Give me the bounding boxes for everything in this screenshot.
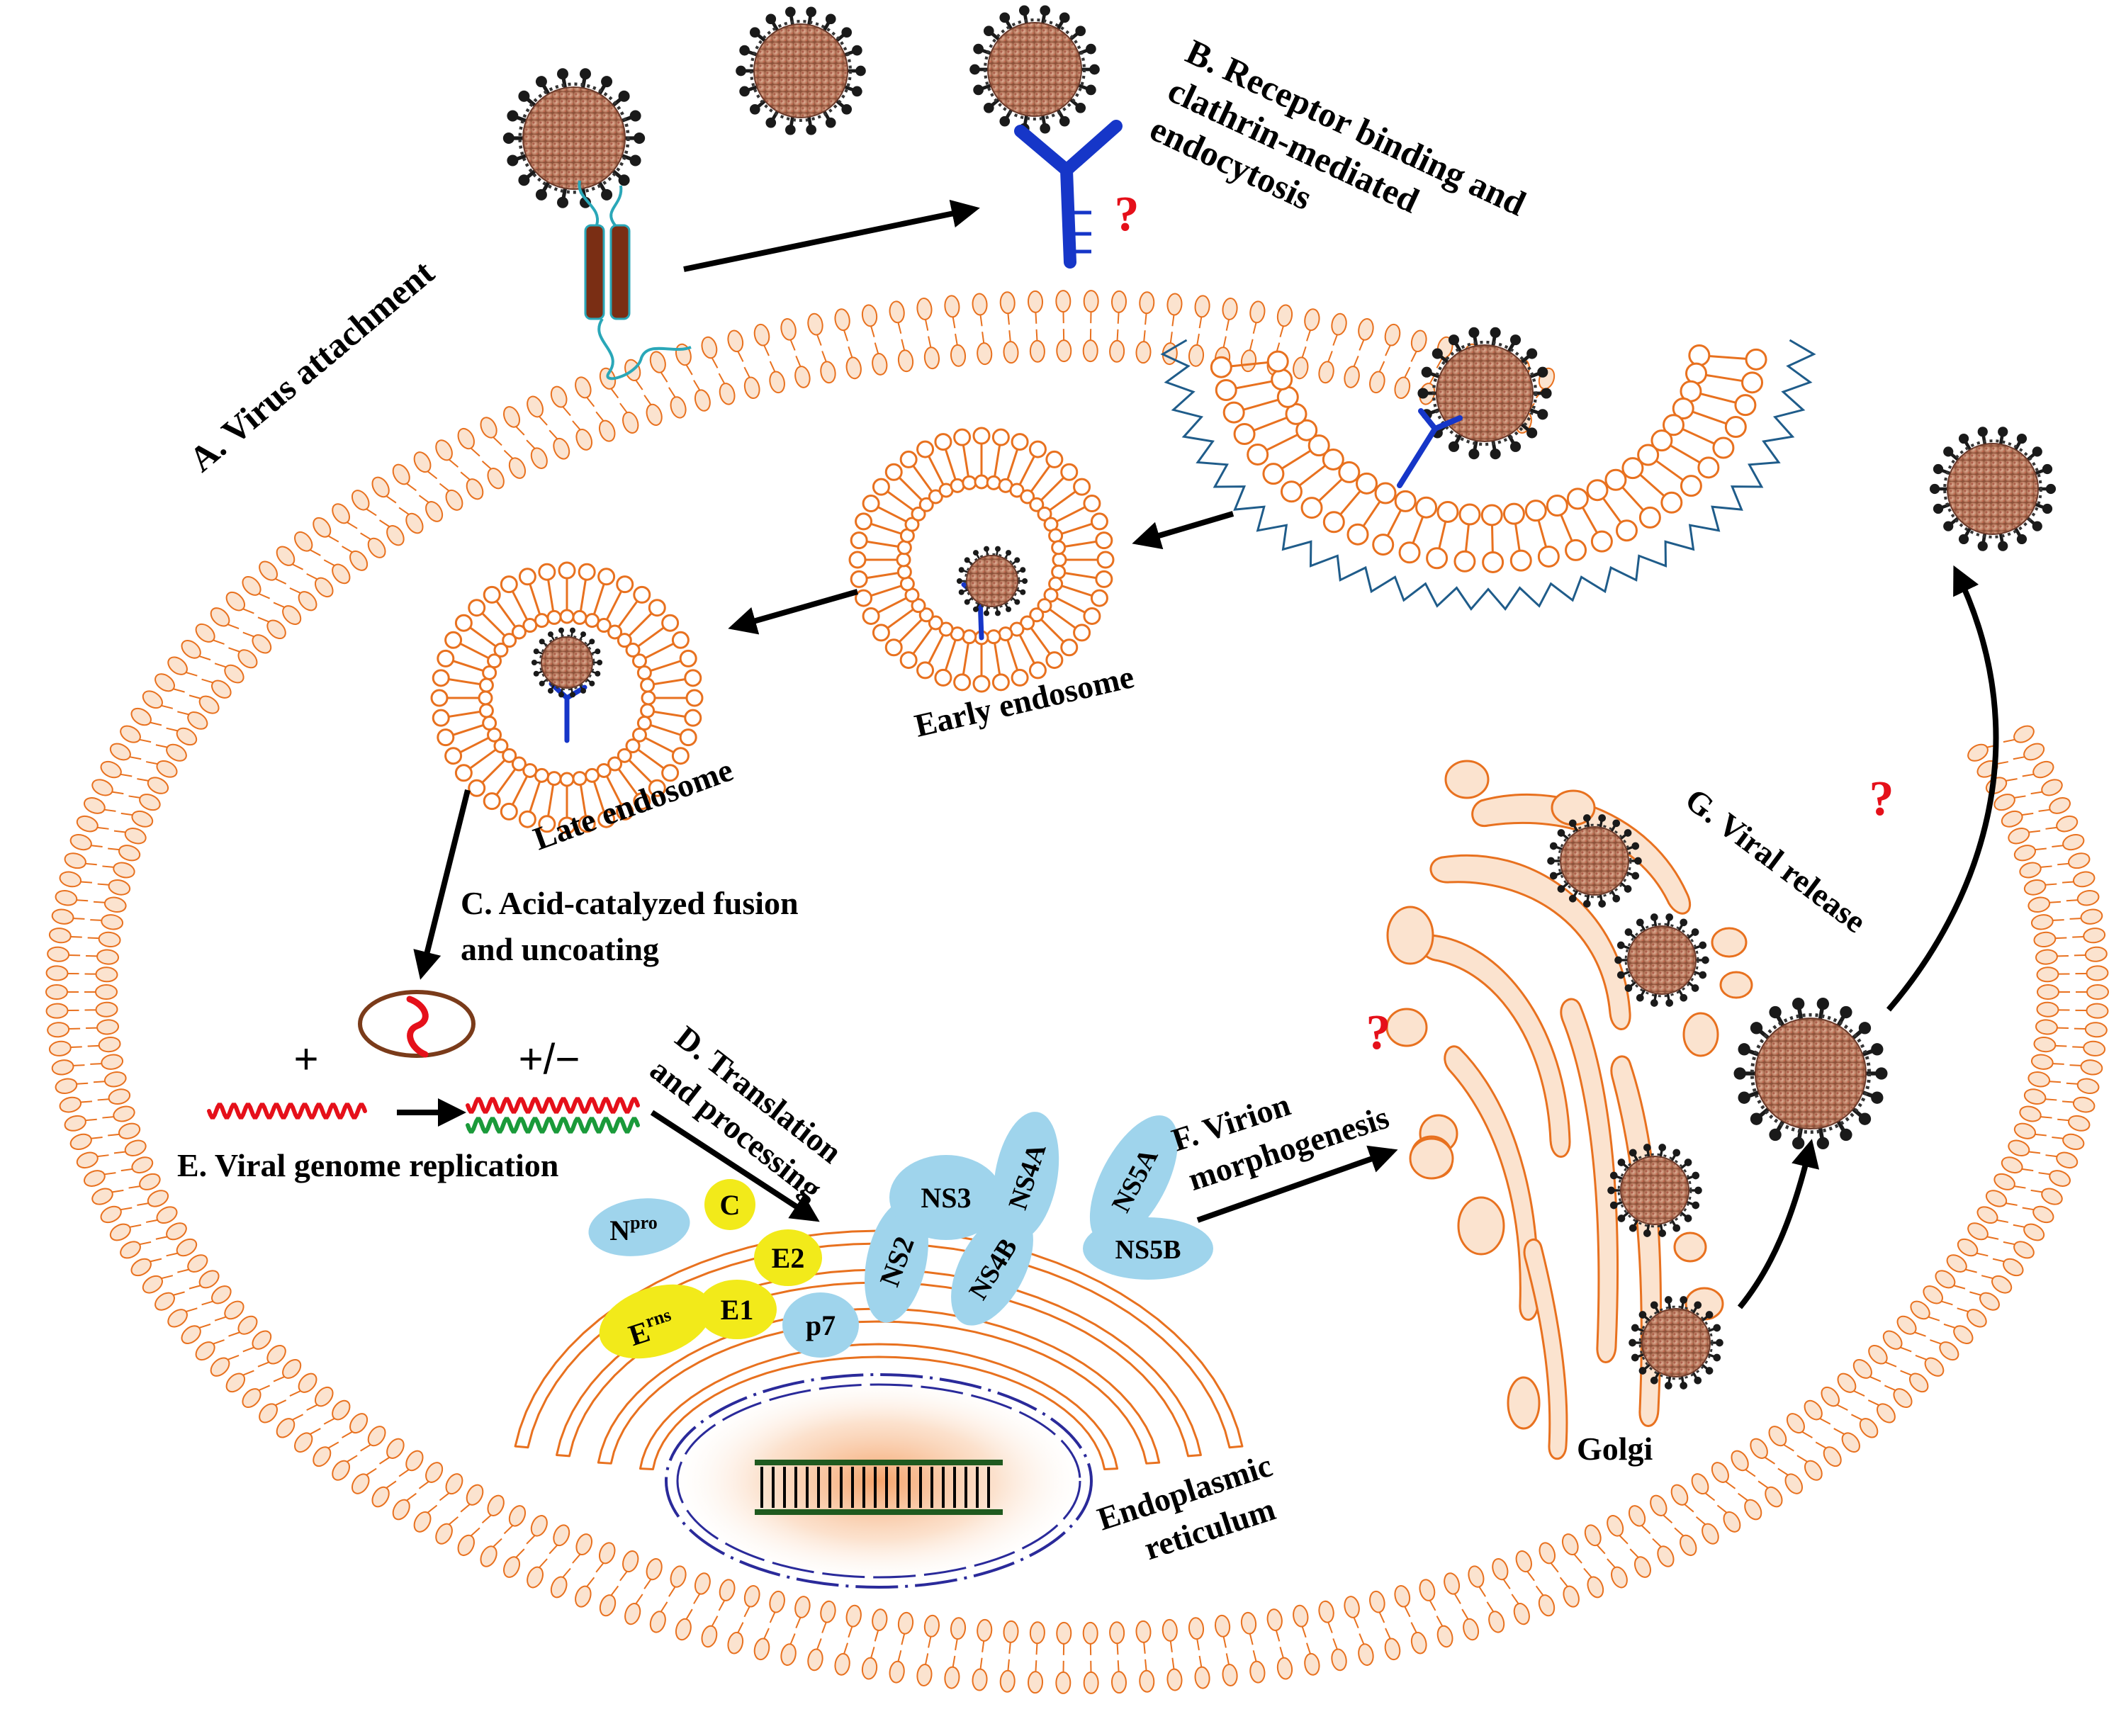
plus-minus-strand-sign: +/− xyxy=(519,1035,580,1083)
protein-ns3: NS3 xyxy=(889,1155,1003,1240)
svg-text:NS3: NS3 xyxy=(921,1182,971,1214)
protein-ns4a: NS4A xyxy=(993,1112,1059,1241)
protein-ns5a: NS5A xyxy=(1089,1115,1179,1244)
virion xyxy=(531,627,603,698)
arrow-attachment-to-binding xyxy=(683,199,980,272)
svg-text:p7: p7 xyxy=(806,1309,836,1341)
arrows xyxy=(397,199,1999,1309)
question-mark-morphogenesis: ? xyxy=(1366,1005,1391,1060)
protein-ns5b: NS5B xyxy=(1083,1217,1213,1280)
viral-polyprotein: Npro C E2 Erns E1 p7 NS2 NS3 xyxy=(588,1112,1213,1359)
early-endosome xyxy=(848,427,1115,693)
er-label: Endoplasmic reticulum xyxy=(1093,1447,1279,1567)
arrow-to-translation xyxy=(650,1110,820,1222)
step-b-label: B. Receptor binding and clathrin-mediate… xyxy=(1144,31,1532,223)
svg-text:E2: E2 xyxy=(772,1242,805,1274)
protein-e2: E2 xyxy=(754,1229,822,1286)
protein-ns4b: NS4B xyxy=(951,1211,1033,1326)
arrow-viral-release xyxy=(1886,565,1999,1012)
golgi-apparatus xyxy=(1385,760,1753,1460)
arrow-to-morphogenesis xyxy=(1196,1145,1398,1223)
step-e-label: E. Viral genome replication xyxy=(177,1147,558,1183)
svg-text:E1: E1 xyxy=(721,1294,754,1326)
late-endosome-label: Late endosome xyxy=(529,752,738,857)
step-f-label: F. Virion morphogenesis xyxy=(1167,1086,1393,1197)
rna-strands xyxy=(207,1097,640,1134)
protein-c: C xyxy=(704,1179,755,1230)
late-endosome xyxy=(430,561,704,835)
nucleus xyxy=(665,1373,1093,1589)
protein-npro: Npro xyxy=(588,1198,690,1256)
virion xyxy=(1614,913,1709,1007)
step-g-label: G. Viral release xyxy=(1679,781,1873,940)
virion xyxy=(1607,1144,1702,1237)
virion xyxy=(1629,1296,1723,1390)
virion xyxy=(969,5,1100,134)
virion xyxy=(1733,998,1888,1149)
step-a-label: A. Virus attachment xyxy=(181,252,441,480)
dna-double-helix xyxy=(755,1460,1003,1515)
step-c-label-line1: C. Acid-catalyzed fusion xyxy=(461,885,799,921)
arrow-pit-to-early-endosome xyxy=(1132,511,1234,550)
clathrin-coated-pit xyxy=(1160,339,1816,611)
virion xyxy=(736,6,866,135)
virion xyxy=(1929,427,2057,551)
protein-erns: Erns xyxy=(599,1284,712,1359)
virions xyxy=(502,5,2057,1390)
question-mark-release: ? xyxy=(1869,772,1894,826)
receptor-in-pit xyxy=(1397,408,1463,488)
viral-capsid-uncoating xyxy=(358,990,476,1058)
question-mark-receptor: ? xyxy=(1115,187,1140,242)
receptor-y-shape xyxy=(1014,120,1123,269)
plus-strand-sign: + xyxy=(293,1035,318,1083)
virion xyxy=(1547,814,1642,908)
svg-text:C: C xyxy=(720,1189,741,1221)
virion xyxy=(502,68,646,208)
virion xyxy=(956,546,1028,616)
attachment-protein xyxy=(578,180,692,381)
svg-text:NS5B: NS5B xyxy=(1115,1235,1181,1265)
arrow-late-endosome-to-fusion xyxy=(413,789,471,980)
golgi-label: Golgi xyxy=(1577,1431,1653,1467)
protein-e1: E1 xyxy=(697,1280,777,1339)
arrow-golgi-to-release xyxy=(1737,1139,1820,1309)
plasma-membrane xyxy=(45,290,2109,1694)
arrow-early-to-late-endosome xyxy=(728,589,859,635)
svg-text:Npro: Npro xyxy=(609,1212,657,1246)
step-c-label-line2: and uncoating xyxy=(461,931,659,967)
protein-p7: p7 xyxy=(782,1292,859,1358)
